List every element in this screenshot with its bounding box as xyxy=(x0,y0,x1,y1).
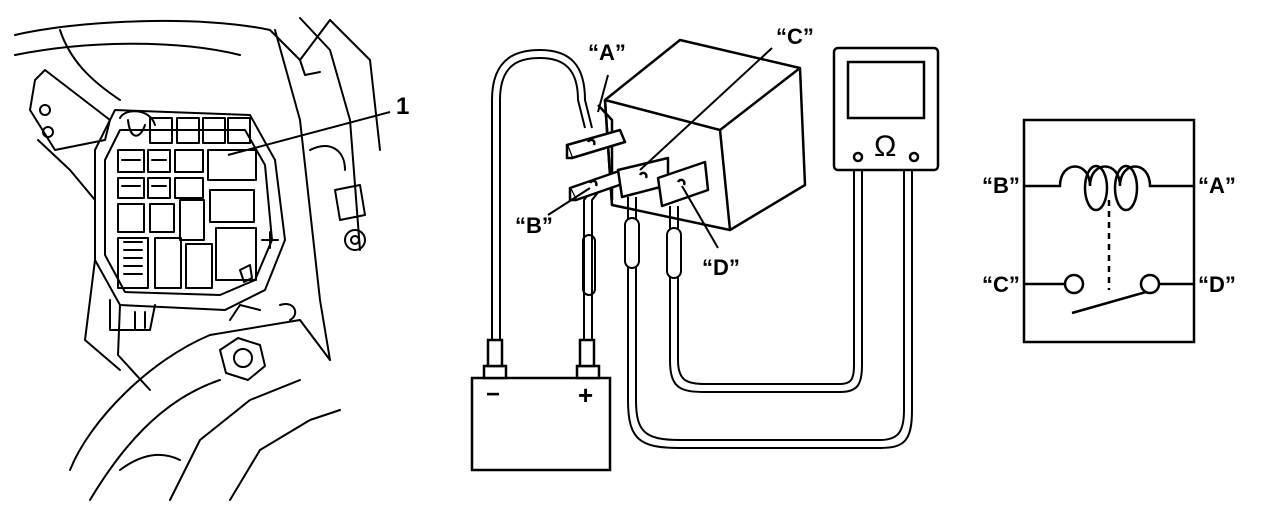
terminal-label-b: “B” xyxy=(515,213,553,238)
ohmmeter-lead-c xyxy=(624,165,913,449)
relay-terminals xyxy=(565,128,710,208)
switch-blade xyxy=(1071,290,1147,315)
battery-negative-symbol: − xyxy=(486,381,500,408)
ohm-symbol: Ω xyxy=(874,130,896,163)
schematic-label-b: “B” xyxy=(982,173,1020,198)
vehicle-relay-box-illustration xyxy=(14,17,381,501)
battery-positive-wire xyxy=(582,189,601,340)
schematic-label-d: “D” xyxy=(1198,272,1236,297)
ohmmeter xyxy=(832,46,940,172)
label-d-leader xyxy=(681,185,719,249)
ohmmeter-lead-d xyxy=(666,165,863,393)
battery-positive-symbol: + xyxy=(578,380,593,410)
label-c-leader xyxy=(639,47,773,171)
terminal-d xyxy=(656,160,710,208)
callout-1-label: 1 xyxy=(396,93,409,120)
relay-body xyxy=(597,38,807,232)
terminal-label-c: “C” xyxy=(776,24,814,49)
schematic-label-a: “A” xyxy=(1198,173,1236,198)
callout-1-leader xyxy=(227,111,391,156)
coil-symbol xyxy=(1024,165,1194,188)
label-a-leader xyxy=(597,74,609,113)
battery xyxy=(470,338,612,472)
battery-negative-wire xyxy=(491,48,593,340)
schematic-label-c: “C” xyxy=(982,272,1020,297)
terminal-label-d: “D” xyxy=(702,255,740,280)
label-b-leader xyxy=(547,187,591,216)
terminal-label-a: “A” xyxy=(588,40,626,65)
relay-schematic xyxy=(1022,118,1196,344)
